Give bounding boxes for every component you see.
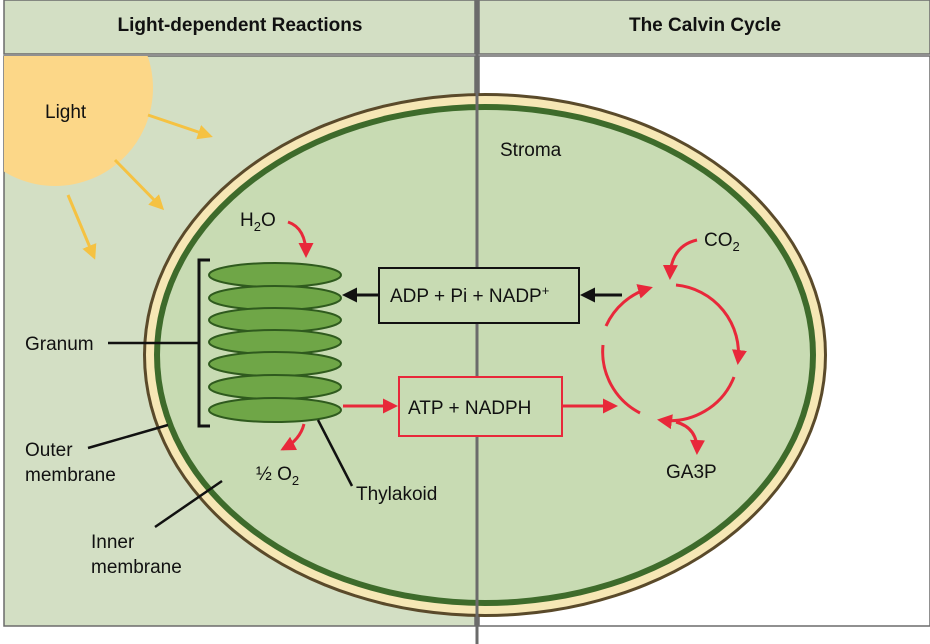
inner-membrane-pointer-line [154, 479, 223, 529]
inner-membrane-label-line1: Inner [91, 532, 135, 553]
thylakoid-disc [208, 285, 342, 311]
co2-input-arrow [662, 238, 698, 280]
light-label: Light [45, 102, 87, 123]
thylakoid-disc [208, 262, 342, 288]
thylakoid-disc [208, 307, 342, 333]
atp-box [398, 376, 563, 437]
cycle-arc-arrow [675, 283, 747, 365]
ga3p-output-arrow [675, 420, 705, 455]
cycle-arc-arrow [601, 344, 641, 415]
thylakoid-disc [208, 374, 342, 400]
thylakoid-label: Thylakoid [356, 484, 437, 505]
header-left-title: Light-dependent Reactions [118, 15, 363, 36]
cycle-arc-arrow [657, 376, 736, 430]
water-input-arrow [287, 220, 314, 258]
light-ray-arrow [147, 113, 213, 140]
stroma-label: Stroma [500, 140, 562, 161]
header-right-cell [478, 0, 930, 55]
sun-icon [4, 56, 153, 186]
thylakoid-disc [208, 351, 342, 377]
oxygen-output-arrow [280, 423, 306, 451]
ga3p-label: GA3P [666, 462, 717, 483]
inner-membrane-label-line2: membrane [91, 557, 182, 578]
co2-label: CO2 [704, 230, 740, 254]
atp-box-label: ATP + NADPH [408, 398, 531, 419]
stroma-region [160, 110, 810, 600]
calvin-cycle-loop [601, 283, 747, 430]
granum-stack [208, 262, 342, 423]
outer-membrane-label-line2: membrane [25, 465, 116, 486]
outer-membrane-pointer-line [87, 423, 169, 450]
outer-membrane-label-line1: Outer [25, 440, 73, 461]
light-ray-arrow [66, 194, 97, 260]
thylakoid-disc [208, 397, 342, 423]
cycle-arc-arrow [604, 284, 653, 327]
thylakoid-disc [208, 329, 342, 355]
adp-box-label: ADP + Pi + NADP+ [390, 283, 549, 307]
oxygen-label: ½ O2 [256, 464, 299, 488]
thylakoid-pointer-line [316, 419, 354, 487]
header-left-cell [3, 0, 476, 55]
water-label: H2O [240, 210, 276, 234]
header-right-title: The Calvin Cycle [629, 15, 781, 36]
granum-label: Granum [25, 334, 94, 355]
light-ray-arrow [113, 158, 165, 211]
